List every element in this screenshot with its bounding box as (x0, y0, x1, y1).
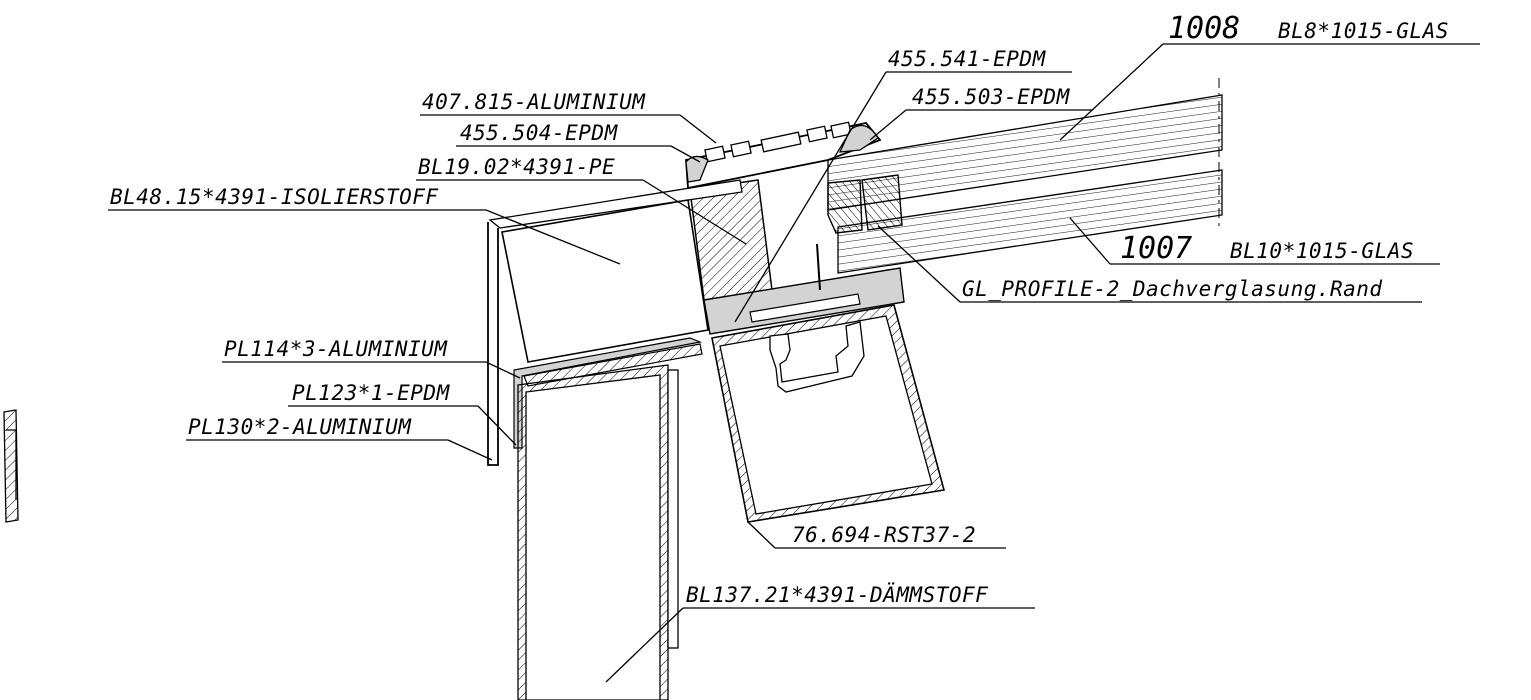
glass-pane-1007 (837, 169, 1223, 274)
insulation-wall-bl137 (517, 364, 679, 700)
glazing-fin (816, 243, 821, 291)
label-bl19-pe: BL19.02*4391-PE (418, 155, 615, 179)
label-455-503: 455.503-EPDM (912, 85, 1071, 109)
leader-lines (108, 43, 1480, 683)
epdm-base-gasket (703, 267, 905, 335)
label-pl130: PL130*2-ALUMINIUM (188, 415, 412, 439)
label-bl48-isolierstoff: BL48.15*4391-ISOLIERSTOFF (110, 185, 439, 209)
insulation-block-bl48 (488, 179, 743, 363)
aluminium-plate-pl114 (523, 343, 703, 387)
labels: 1008 BL8*1015-GLAS 455.541-EPDM 455.503-… (110, 11, 1449, 607)
label-1007-number: 1007 (1120, 231, 1192, 266)
epdm-strip-pl123 (513, 337, 703, 449)
aluminium-angle-pl130 (487, 222, 499, 466)
label-bl137: BL137.21*4391-DÄMMSTOFF (686, 582, 988, 607)
steel-profile-76-694 (711, 304, 946, 523)
edge-detail-left (3, 409, 19, 523)
label-1007-spec: BL10*1015-GLAS (1230, 239, 1414, 263)
label-gl-profile: GL_PROFILE-2_Dachverglasung.Rand (962, 277, 1383, 301)
label-pl123: PL123*1-EPDM (292, 381, 451, 405)
label-455-504: 455.504-EPDM (460, 121, 619, 145)
aluminium-cap-profile-407-815 (685, 121, 882, 190)
label-455-541: 455.541-EPDM (888, 47, 1047, 71)
label-76-694: 76.694-RST37-2 (792, 523, 976, 547)
label-1008-number: 1008 (1168, 11, 1240, 46)
label-pl114: PL114*3-ALUMINIUM (224, 337, 448, 361)
label-407-815: 407.815-ALUMINIUM (422, 90, 646, 114)
label-1008-spec: BL8*1015-GLAS (1278, 19, 1449, 43)
glass-edge-spacer (827, 174, 903, 234)
